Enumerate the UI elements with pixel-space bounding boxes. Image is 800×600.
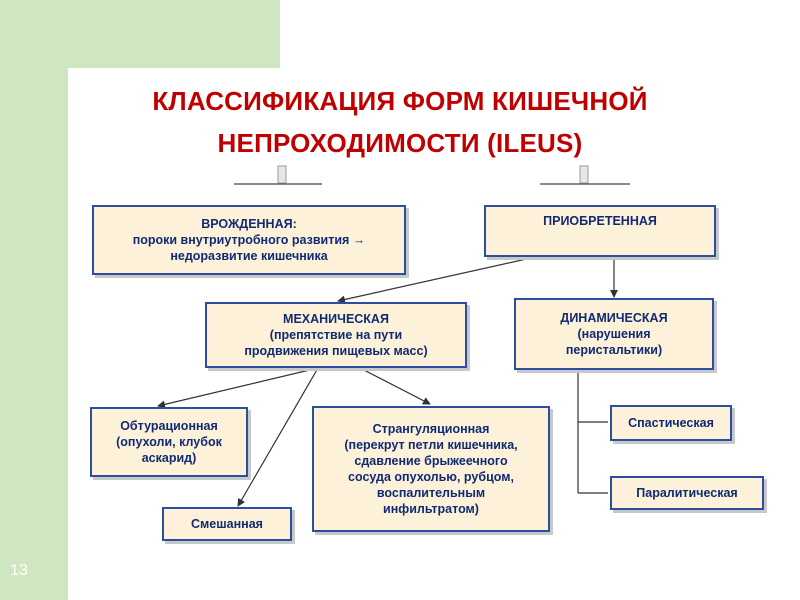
node-mechanical-line3: продвижения пищевых масс): [244, 344, 428, 358]
page-number: 13: [10, 562, 28, 579]
node-strangulation-line2: (перекрут петли кишечника,: [344, 438, 518, 452]
node-strangulation-line5: воспалительным: [376, 486, 486, 500]
node-acquired-head: ПРИОБРЕТЕННАЯ: [543, 214, 657, 228]
edge-mechanical-strangulation: [359, 367, 431, 405]
edge-acquired-mechanical: [337, 255, 541, 304]
node-obturation-head: Обтурационная: [120, 419, 218, 433]
edge-dynamic-subtypes: [577, 370, 608, 494]
title-line-2: НЕПРОХОДИМОСТИ (ILEUS): [217, 128, 583, 158]
title-connector-left: [234, 165, 322, 185]
edge-mechanical-obturation: [157, 367, 319, 409]
node-obturation: Обтурационная (опухоли, клубок аскарид): [90, 407, 248, 477]
node-strangulation: Странгуляционная (перекрут петли кишечни…: [312, 406, 550, 532]
node-dynamic-line3: перистальтики): [565, 343, 663, 357]
node-paralytic: Паралитическая: [610, 476, 764, 510]
node-dynamic: ДИНАМИЧЕСКАЯ (нарушения перистальтики): [514, 298, 714, 370]
node-mechanical-line2: (препятствие на пути: [269, 328, 403, 342]
node-spastic: Спастическая: [610, 405, 732, 441]
node-obturation-line2: (опухоли, клубок: [116, 435, 222, 449]
node-mechanical-head: МЕХАНИЧЕСКАЯ: [283, 312, 389, 326]
title-connector-right: [540, 165, 630, 185]
node-mixed: Смешанная: [162, 507, 292, 541]
node-paralytic-head: Паралитическая: [636, 486, 738, 500]
node-mixed-head: Смешанная: [191, 517, 263, 531]
node-strangulation-line6: инфильтратом): [383, 502, 479, 516]
node-strangulation-line3: сдавление брыжеечного: [354, 454, 508, 468]
node-dynamic-head: ДИНАМИЧЕСКАЯ: [560, 311, 668, 325]
node-congenital: ВРОЖДЕННАЯ: пороки внутриутробного разви…: [92, 205, 406, 275]
node-congenital-head: ВРОЖДЕННАЯ:: [201, 217, 297, 231]
edge-mechanical-mixed: [237, 367, 319, 507]
node-spastic-head: Спастическая: [628, 416, 714, 430]
node-dynamic-line2: (нарушения: [577, 327, 651, 341]
title-line-1: КЛАССИФИКАЦИЯ ФОРМ КИШЕЧНОЙ: [152, 86, 648, 116]
node-obturation-line3: аскарид): [141, 451, 197, 465]
node-acquired: ПРИОБРЕТЕННАЯ: [484, 205, 716, 257]
node-congenital-line2: пороки внутриутробного развития →: [132, 233, 366, 247]
node-strangulation-head: Странгуляционная: [372, 422, 490, 436]
slide-title: КЛАССИФИКАЦИЯ ФОРМ КИШЕЧНОЙ НЕПРОХОДИМОС…: [100, 80, 700, 164]
node-mechanical: МЕХАНИЧЕСКАЯ (препятствие на пути продви…: [205, 302, 467, 368]
background-green-left: [0, 0, 68, 600]
node-congenital-line3: недоразвитие кишечника: [170, 249, 328, 263]
node-strangulation-line4: сосуда опухолью, рубцом,: [348, 470, 514, 484]
